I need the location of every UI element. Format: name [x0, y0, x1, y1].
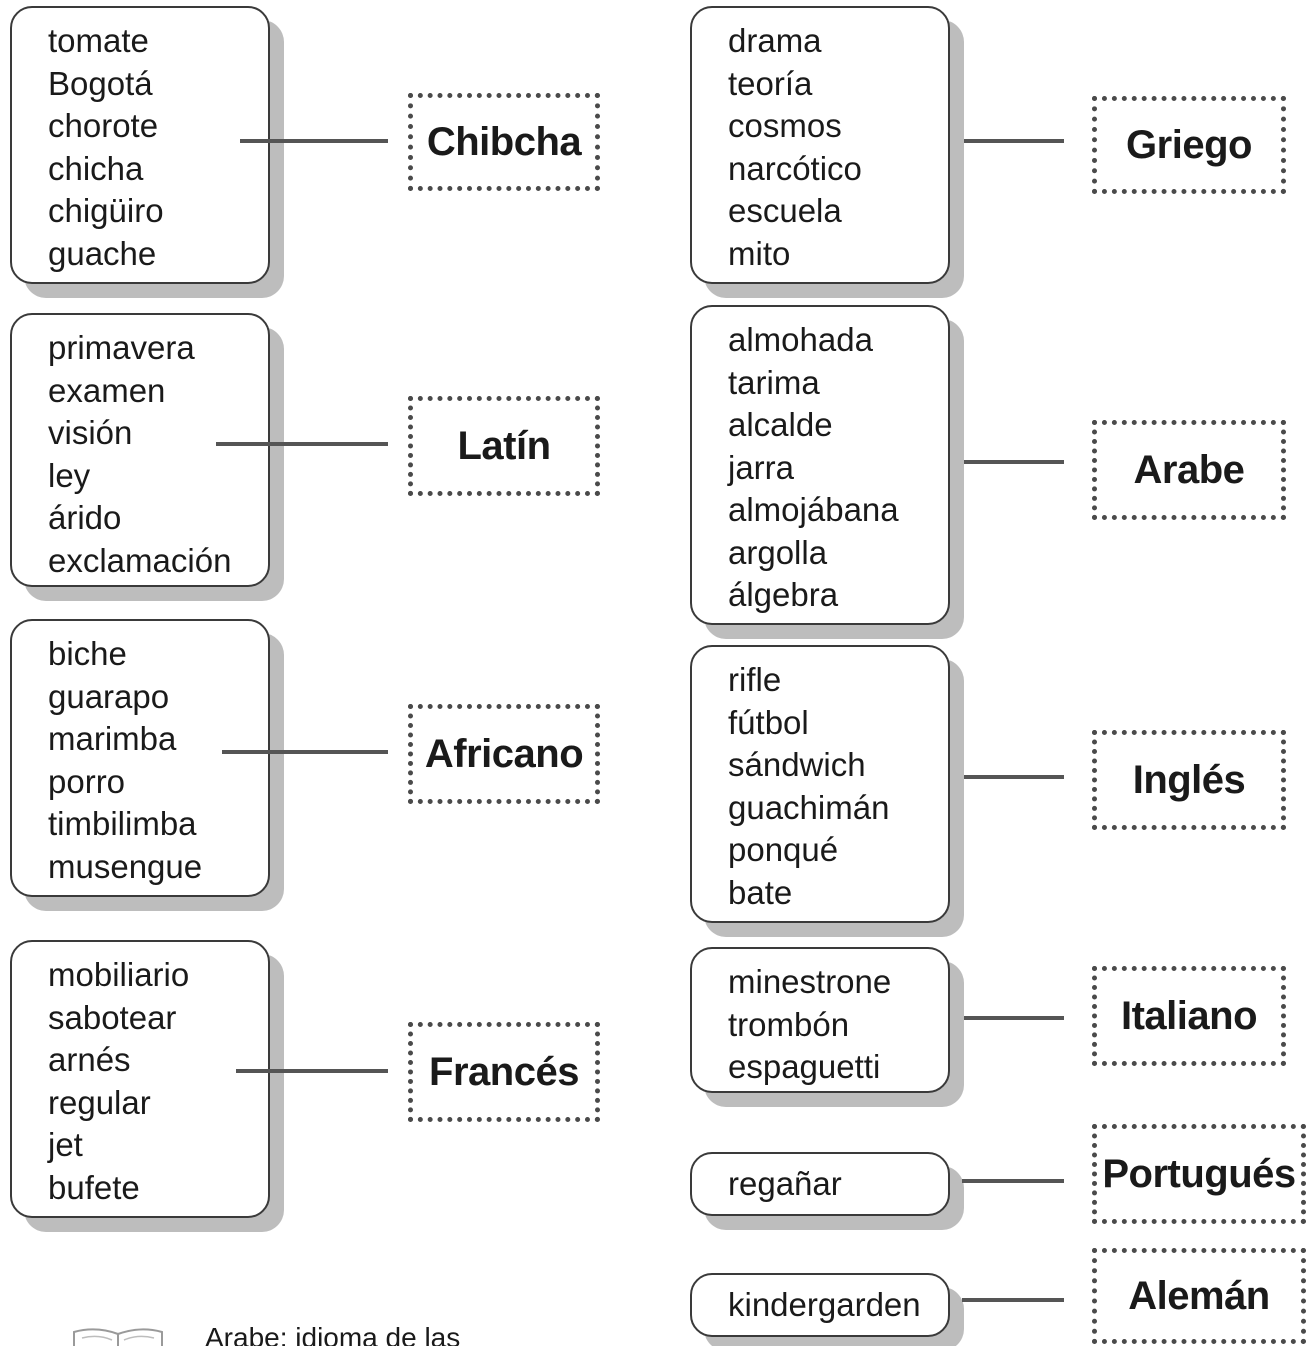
language-label-africano: Africano — [408, 704, 600, 804]
word-item: Bogotá — [48, 64, 153, 102]
language-label-chibcha: Chibcha — [408, 93, 600, 191]
word-item: porro — [48, 762, 126, 800]
connector-line-griego — [964, 139, 1064, 143]
connector-line-italiano — [964, 1016, 1064, 1020]
word-item: bate — [728, 873, 793, 911]
word-item: mito — [728, 234, 791, 272]
word-box-arabe: almohada tarima alcalde jarra almojábana… — [690, 305, 950, 625]
word-item: almojábana — [728, 491, 899, 528]
word-box-africano: biche guarapo marimba porro timbilimba m… — [10, 619, 270, 897]
word-item: examen — [48, 371, 166, 409]
footnote-text: Arabe: idioma de las — [205, 1322, 461, 1346]
word-item: fútbol — [728, 703, 809, 741]
word-item: guache — [48, 234, 157, 272]
word-box-frances: mobiliario sabotear arnés regular jet bu… — [10, 940, 270, 1218]
language-label-latin: Latín — [408, 396, 600, 496]
word-item: chigüiro — [48, 192, 164, 229]
word-item: primavera — [48, 329, 195, 366]
language-label-frances: Francés — [408, 1022, 600, 1122]
word-item: argolla — [728, 533, 828, 571]
word-item: tomate — [48, 22, 149, 59]
word-item: ley — [48, 456, 91, 494]
word-item: almohada — [728, 321, 873, 358]
word-item: kindergarden — [728, 1286, 921, 1323]
word-item: sabotear — [48, 998, 177, 1036]
language-label-griego: Griego — [1092, 96, 1286, 194]
word-item: rifle — [728, 661, 782, 698]
word-box-latin: primavera examen visión ley árido exclam… — [10, 313, 270, 587]
connector-line-africano — [222, 750, 388, 754]
word-box-aleman: kindergarden — [690, 1273, 950, 1337]
footnote: Arabe: idioma de las — [70, 1318, 770, 1346]
word-item: espaguetti — [728, 1048, 881, 1085]
word-item: regular — [48, 1083, 151, 1121]
word-item: alcalde — [728, 406, 833, 443]
word-item: cosmos — [728, 107, 842, 144]
language-label-ingles: Inglés — [1092, 730, 1286, 830]
word-item: ponqué — [728, 831, 839, 868]
word-box-italiano: minestrone trombón espaguetti — [690, 947, 950, 1093]
word-item: regañar — [728, 1165, 842, 1202]
word-item: biche — [48, 635, 127, 672]
word-item: musengue — [48, 847, 203, 885]
connector-line-aleman — [962, 1298, 1064, 1302]
word-box-ingles: rifle fútbol sándwich guachimán ponqué b… — [690, 645, 950, 923]
word-item: árido — [48, 499, 122, 536]
word-item: arnés — [48, 1041, 131, 1078]
word-item: trombón — [728, 1005, 850, 1043]
word-item: tarima — [728, 363, 820, 401]
word-item: drama — [728, 22, 822, 59]
word-item: minestrone — [728, 963, 892, 1000]
word-box-griego: drama teoría cosmos narcótico escuela mi… — [690, 6, 950, 284]
language-label-portugues: Portugués — [1092, 1124, 1306, 1224]
connector-line-chibcha — [240, 139, 388, 143]
word-item: sándwich — [728, 746, 866, 783]
word-item: mobiliario — [48, 956, 190, 993]
word-box-portugues: regañar — [690, 1152, 950, 1216]
connector-line-latin — [216, 442, 388, 446]
connector-line-frances — [236, 1069, 388, 1073]
word-item: álgebra — [728, 576, 839, 613]
language-label-aleman: Alemán — [1092, 1248, 1306, 1344]
language-label-italiano: Italiano — [1092, 966, 1286, 1066]
word-item: timbilimba — [48, 805, 197, 842]
word-item: narcótico — [728, 149, 862, 187]
word-item: jarra — [728, 448, 795, 486]
word-item: chorote — [48, 107, 159, 144]
word-item: jet — [48, 1126, 83, 1163]
word-item: guachimán — [728, 788, 890, 826]
connector-line-arabe — [964, 460, 1064, 464]
word-item: exclamación — [48, 541, 232, 579]
word-item: visión — [48, 414, 133, 451]
open-book-icon — [73, 1328, 163, 1346]
language-label-arabe: Arabe — [1092, 420, 1286, 520]
word-box-chibcha: tomate Bogotá chorote chicha chigüiro gu… — [10, 6, 270, 284]
word-item: chicha — [48, 149, 144, 187]
connector-line-portugues — [962, 1179, 1064, 1183]
word-item: escuela — [728, 192, 842, 229]
word-item: teoría — [728, 64, 813, 102]
connector-line-ingles — [964, 775, 1064, 779]
word-item: marimba — [48, 720, 177, 757]
word-item: guarapo — [48, 677, 170, 715]
word-item: bufete — [48, 1168, 140, 1206]
